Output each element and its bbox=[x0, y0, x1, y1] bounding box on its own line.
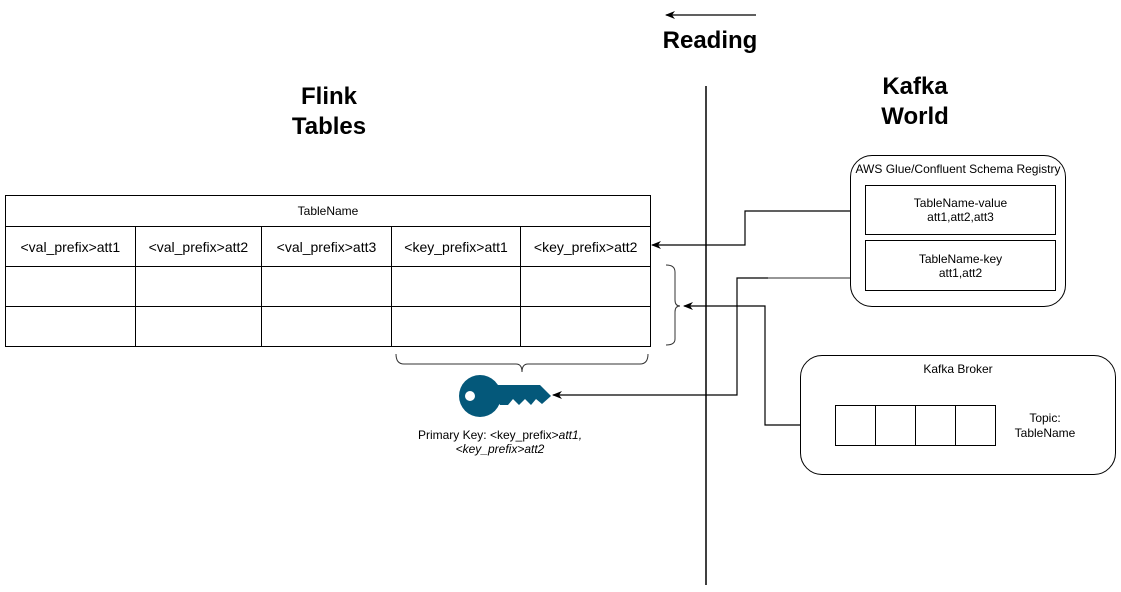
topic-partition bbox=[915, 405, 956, 446]
table-cell bbox=[520, 306, 651, 347]
key-icon bbox=[459, 375, 551, 417]
table-cell bbox=[5, 306, 136, 347]
topic-label: Topic: TableName bbox=[1005, 411, 1085, 441]
schema-registry-title: AWS Glue/Confluent Schema Registry bbox=[855, 162, 1061, 176]
table-name: TableName bbox=[5, 195, 651, 227]
primary-key-label: Primary Key: <key_prefix>att1, <key_pref… bbox=[400, 428, 600, 456]
heading-line: Tables bbox=[291, 113, 367, 140]
key-columns-brace bbox=[395, 353, 649, 373]
pk-prefix: Primary Key: <key_prefix> bbox=[417, 428, 559, 442]
heading-line: World bbox=[881, 103, 949, 130]
topic-label-text: Topic: bbox=[1029, 411, 1061, 425]
topic-partition bbox=[875, 405, 916, 446]
column-header: <val_prefix>att3 bbox=[261, 226, 392, 267]
key-schema-box: TableName-key att1,att2 bbox=[865, 240, 1056, 291]
table-cell bbox=[390, 306, 522, 347]
column-header: <key_prefix>att1 bbox=[390, 226, 522, 267]
topic-partition bbox=[955, 405, 996, 446]
table-cell bbox=[520, 266, 651, 307]
topic-name: TableName bbox=[1014, 426, 1076, 440]
table-row bbox=[5, 306, 651, 347]
column-header: <val_prefix>att1 bbox=[5, 226, 136, 267]
flink-table: TableName <val_prefix>att1 <val_prefix>a… bbox=[5, 195, 651, 347]
schema-name: TableName-key bbox=[918, 251, 1003, 266]
schema-name: TableName-value bbox=[913, 196, 1008, 210]
topic-partition bbox=[835, 405, 876, 446]
table-cell bbox=[5, 266, 136, 307]
column-header: <key_prefix>att2 bbox=[520, 226, 651, 267]
pk-att1: att1, bbox=[558, 428, 583, 442]
table-row bbox=[5, 266, 651, 307]
kafka-broker-title: Kafka Broker bbox=[923, 362, 993, 376]
table-cell bbox=[261, 306, 392, 347]
value-schema-box: TableName-value att1,att2,att3 bbox=[865, 185, 1056, 235]
kafka-world-heading: Kafka World bbox=[850, 72, 980, 132]
table-cell bbox=[134, 306, 263, 347]
heading-line: Kafka bbox=[882, 73, 948, 100]
table-cell bbox=[261, 266, 392, 307]
table-cell bbox=[134, 266, 263, 307]
pk-att2: <key_prefix>att2 bbox=[455, 442, 545, 456]
flink-tables-heading: Flink Tables bbox=[264, 82, 394, 142]
heading-line: Flink bbox=[300, 83, 357, 110]
schema-fields: att1,att2 bbox=[938, 265, 983, 280]
reading-label: Reading bbox=[662, 27, 758, 54]
schema-fields: att1,att2,att3 bbox=[927, 210, 994, 224]
table-cell bbox=[390, 266, 522, 307]
column-header: <val_prefix>att2 bbox=[134, 226, 263, 267]
rows-brace bbox=[665, 264, 681, 346]
value-schema-connector bbox=[651, 210, 865, 249]
